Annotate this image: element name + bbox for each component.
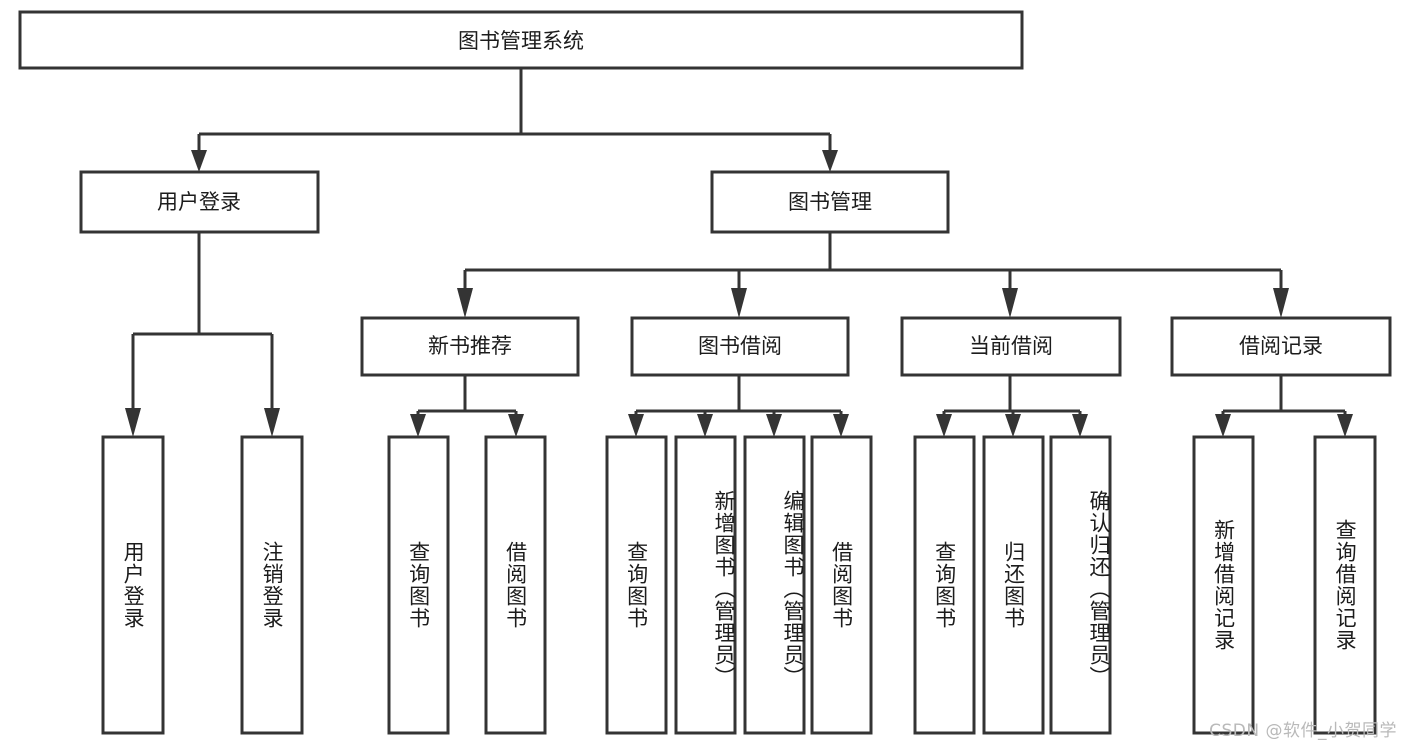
- node-box-shape: [387, 435, 450, 735]
- node-box-shape: [360, 316, 580, 377]
- node-box-shape: [743, 435, 806, 735]
- leaf-node-logout[interactable]: [240, 435, 304, 735]
- node-box-shape: [900, 316, 1122, 377]
- arrow-icon: [628, 414, 644, 437]
- node-label: 借阅记录: [1239, 334, 1323, 358]
- leaf-node-confirm-return-admin[interactable]: [1049, 435, 1112, 735]
- node-borrow-record[interactable]: 借阅记录: [1170, 316, 1392, 377]
- node-label: 新书推荐: [428, 334, 512, 358]
- node-box-shape: [484, 435, 547, 735]
- node-user-login[interactable]: 用户登录: [79, 170, 320, 234]
- leaf-node-query-borrow-record[interactable]: [1313, 435, 1377, 735]
- connector-current-borrow-to-leaves: [936, 375, 1088, 437]
- node-box-shape: [605, 435, 668, 735]
- node-box-shape: [101, 435, 165, 735]
- node-box-shape: [710, 170, 950, 234]
- arrow-icon: [1072, 414, 1088, 437]
- node-book-borrow[interactable]: 图书借阅: [630, 316, 850, 377]
- arrow-icon: [1005, 414, 1021, 437]
- arrow-icon: [822, 150, 838, 172]
- leaf-node-query-book-recommend[interactable]: [387, 435, 450, 735]
- node-box-shape: [630, 316, 850, 377]
- arrow-icon: [264, 408, 280, 437]
- leaf-node-query-book-current[interactable]: [913, 435, 976, 735]
- node-box-shape: [1170, 316, 1392, 377]
- leaf-node-borrow-book[interactable]: [810, 435, 873, 735]
- node-box-shape: [1192, 435, 1255, 735]
- arrow-icon: [1215, 414, 1231, 437]
- arrow-icon: [457, 288, 473, 318]
- node-box-shape: [913, 435, 976, 735]
- node-book-management[interactable]: 图书管理: [710, 170, 950, 234]
- node-box-shape: [1313, 435, 1377, 735]
- arrow-icon: [1002, 288, 1018, 318]
- arrow-icon: [410, 414, 426, 437]
- leaf-node-add-book-admin[interactable]: [674, 435, 737, 735]
- leaf-node-edit-book-admin[interactable]: [743, 435, 806, 735]
- node-box-shape: [240, 435, 304, 735]
- arrow-icon: [191, 150, 207, 172]
- leaf-node-borrow-book-recommend[interactable]: [484, 435, 547, 735]
- node-root[interactable]: 图书管理系统: [18, 10, 1024, 70]
- arrow-icon: [125, 408, 141, 437]
- arrow-icon: [1273, 288, 1289, 318]
- connector-book-mgmt-to-level3: [457, 232, 1289, 318]
- node-box-shape: [810, 435, 873, 735]
- node-label: 用户登录: [157, 190, 241, 214]
- connector-book-borrow-to-leaves: [628, 375, 849, 437]
- arrow-icon: [508, 414, 524, 437]
- connector-new-book-to-leaves: [410, 375, 524, 437]
- arrow-icon: [1337, 414, 1353, 437]
- leaf-node-return-book[interactable]: [982, 435, 1045, 735]
- arrow-icon: [766, 414, 782, 437]
- node-current-borrow[interactable]: 当前借阅: [900, 316, 1122, 377]
- leaf-node-query-book-borrow[interactable]: [605, 435, 668, 735]
- node-label: 图书借阅: [698, 334, 782, 358]
- node-label: 图书管理: [788, 190, 872, 214]
- node-box-shape: [18, 10, 1024, 70]
- arrow-icon: [833, 414, 849, 437]
- node-new-book-recommend[interactable]: 新书推荐: [360, 316, 580, 377]
- leaf-node-user-login[interactable]: [101, 435, 165, 735]
- node-box-shape: [982, 435, 1045, 735]
- node-box-shape: [1049, 435, 1112, 735]
- connector-user-login-to-leaves: [125, 232, 280, 437]
- leaf-node-add-borrow-record[interactable]: [1192, 435, 1255, 735]
- connector-borrow-record-to-leaves: [1215, 375, 1353, 437]
- node-label: 图书管理系统: [458, 29, 584, 53]
- node-label: 当前借阅: [969, 334, 1053, 358]
- watermark-text: CSDN @软件_小贺同学: [1209, 721, 1397, 741]
- node-box-shape: [674, 435, 737, 735]
- arrow-icon: [936, 414, 952, 437]
- connector-root-to-level2: [191, 68, 838, 172]
- arrow-icon: [697, 414, 713, 437]
- arrow-icon: [731, 288, 747, 318]
- node-box-shape: [79, 170, 320, 234]
